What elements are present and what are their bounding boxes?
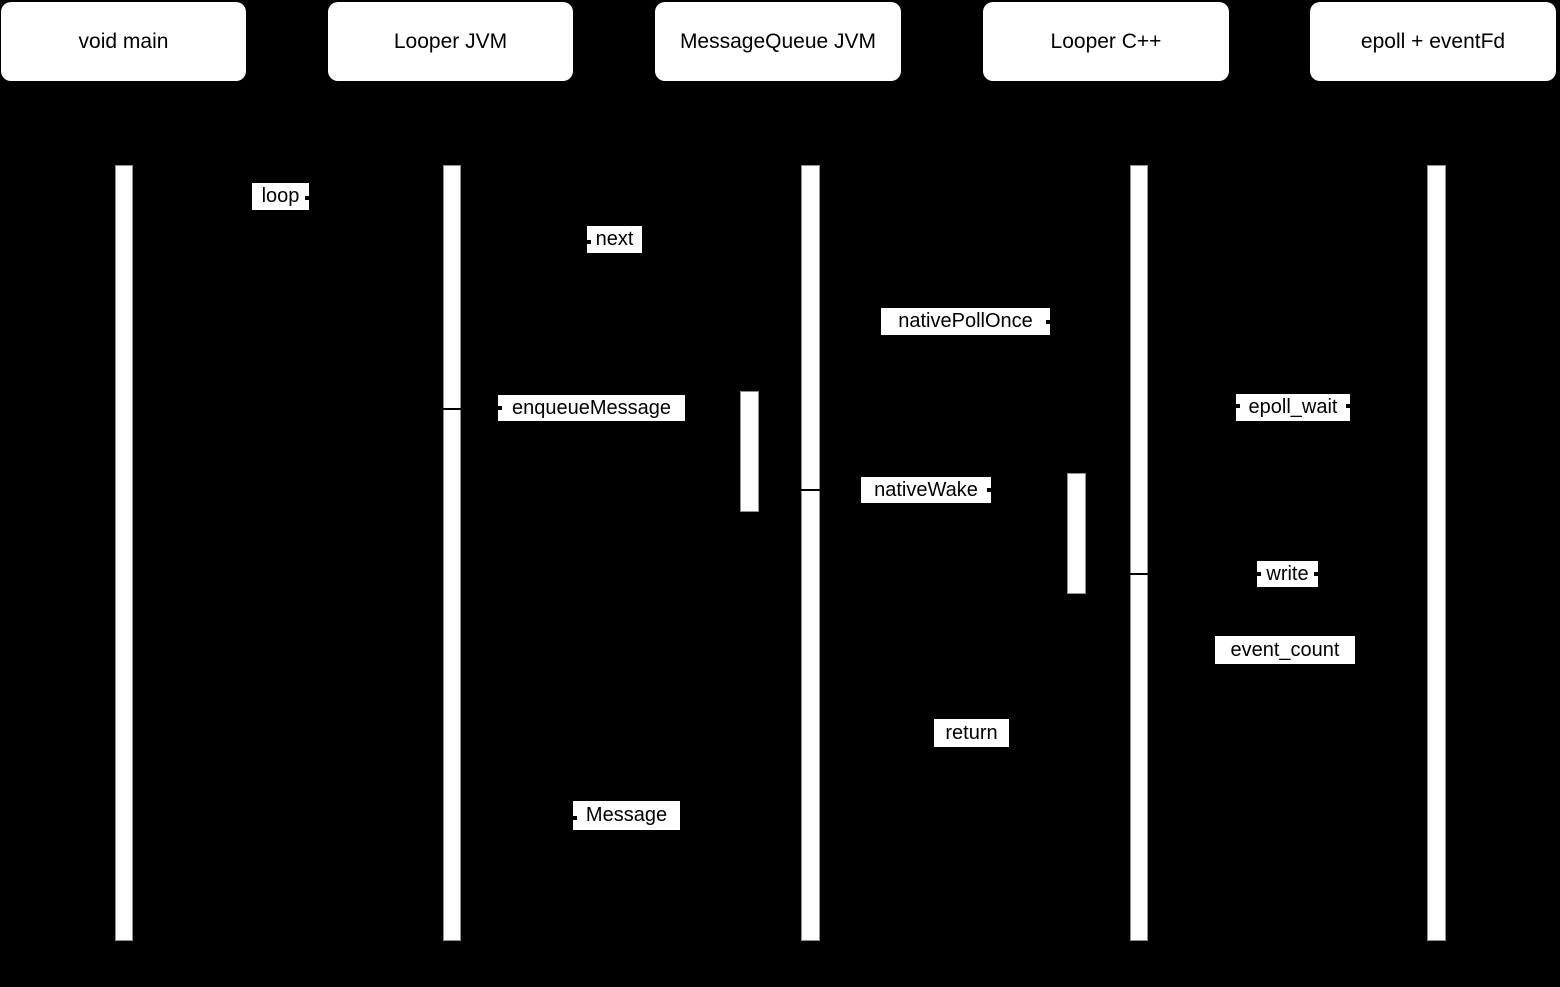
arrow-nub-left-message bbox=[570, 816, 577, 820]
participant-label: MessageQueue JVM bbox=[679, 29, 877, 53]
participant-box-looper-jvm: Looper JVM bbox=[328, 2, 573, 81]
message-label-epoll-wait: epoll_wait bbox=[1236, 394, 1350, 421]
looper-cpp-activation bbox=[1130, 165, 1148, 941]
main-activation bbox=[115, 165, 133, 941]
participant-label: Looper JVM bbox=[393, 29, 508, 53]
message-label-next: next bbox=[587, 226, 642, 253]
message-label-write: write bbox=[1257, 561, 1318, 587]
arrow-nub-left-next bbox=[584, 240, 591, 244]
message-label-text: next bbox=[595, 228, 634, 250]
arrow-nub-left-enqueuemessage bbox=[495, 406, 502, 410]
message-label-text: Message bbox=[585, 804, 668, 826]
arrow-nub-right-epoll_wait bbox=[1346, 404, 1353, 408]
arrow-nub-right-nativewake bbox=[987, 488, 994, 492]
message-label-loop: loop bbox=[252, 183, 309, 210]
nativewake-activation bbox=[1067, 473, 1086, 594]
epoll-activation bbox=[1427, 165, 1446, 941]
arrow-nub-left-write bbox=[1254, 572, 1261, 576]
message-label-enqueuemessage: enqueueMessage bbox=[498, 395, 685, 421]
arrow-enqueuemessage bbox=[133, 408, 740, 410]
participant-label: Looper C++ bbox=[1050, 29, 1162, 53]
message-label-text: event_count bbox=[1230, 638, 1340, 661]
message-label-text: nativePollOnce bbox=[898, 310, 1033, 332]
looper-jvm-activation bbox=[443, 165, 461, 941]
message-label-text: loop bbox=[261, 185, 300, 207]
message-label-nativepollonce: nativePollOnce bbox=[881, 308, 1050, 335]
message-label-text: write bbox=[1266, 562, 1309, 585]
message-label-text: nativeWake bbox=[874, 478, 978, 501]
arrow-nub-right-nativepollonce bbox=[1046, 320, 1053, 324]
participant-box-epoll-eventfd: epoll + eventFd bbox=[1310, 2, 1556, 81]
message-label-message: Message bbox=[573, 801, 680, 830]
messagequeue-activation bbox=[801, 165, 820, 941]
message-label-text: epoll_wait bbox=[1248, 396, 1338, 418]
enqueue-activation bbox=[740, 391, 759, 512]
participant-box-looper-c-: Looper C++ bbox=[983, 2, 1229, 81]
arrow-nub-left-epoll_wait bbox=[1233, 404, 1240, 408]
message-label-text: return bbox=[945, 721, 998, 744]
arrow-nub-right-loop bbox=[305, 196, 312, 200]
message-label-nativewake: nativeWake bbox=[861, 477, 991, 503]
message-label-event-count: event_count bbox=[1215, 636, 1355, 664]
participant-label: void main bbox=[78, 29, 169, 53]
participant-box-messagequeue-jvm: MessageQueue JVM bbox=[655, 2, 901, 81]
message-label-return: return bbox=[934, 719, 1009, 747]
message-label-text: enqueueMessage bbox=[511, 396, 671, 419]
arrowhead-tick-next bbox=[461, 240, 466, 244]
participant-label: epoll + eventFd bbox=[1360, 29, 1506, 53]
arrow-nub-right-write bbox=[1314, 572, 1321, 576]
participant-box-void-main: void main bbox=[1, 2, 246, 81]
